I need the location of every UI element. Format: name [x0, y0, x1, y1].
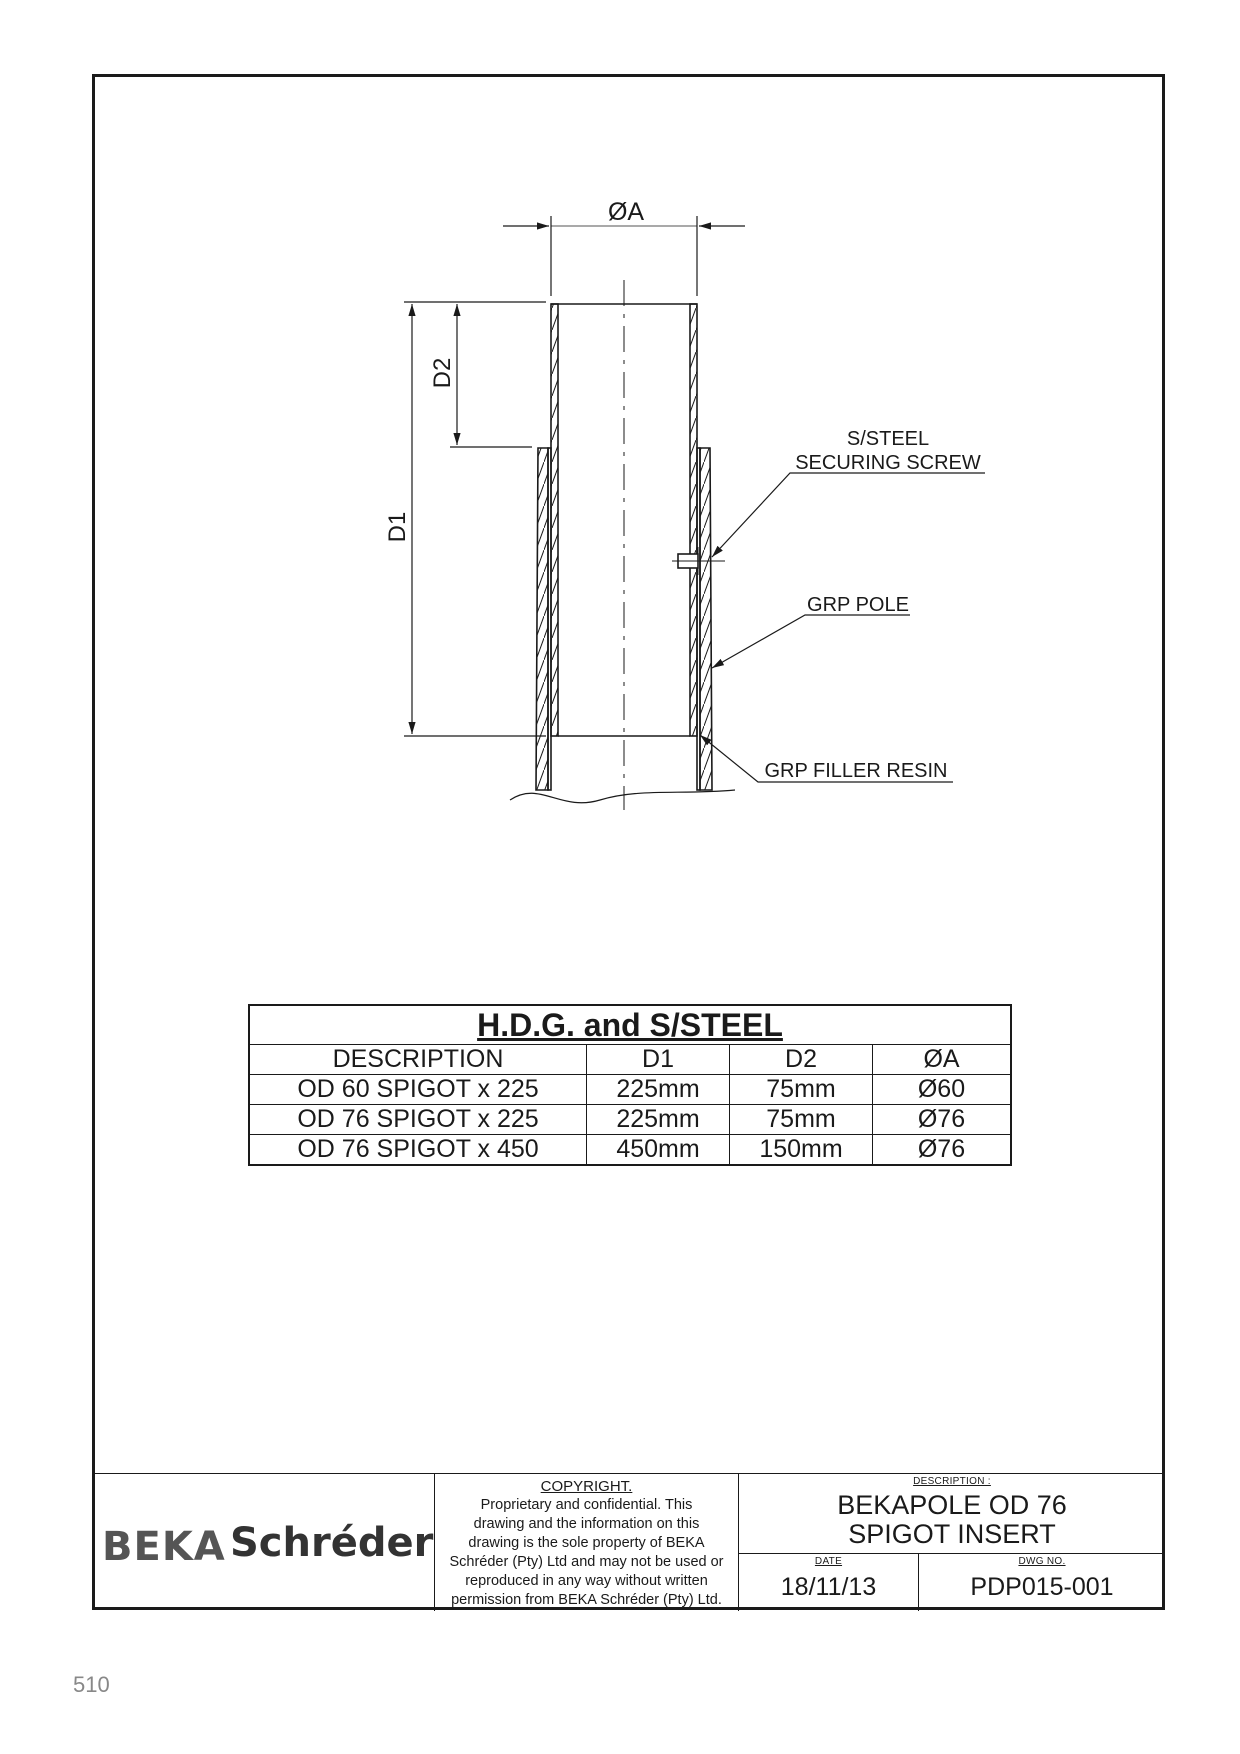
cell-d2: 150mm — [729, 1134, 873, 1166]
label-screw-line2: SECURING SCREW — [795, 452, 981, 474]
label-grp-pole: GRP POLE — [807, 594, 909, 616]
copyright-line: reproduced in any way without written — [465, 1573, 708, 1589]
dwg-number: PDP015-001 — [970, 1573, 1114, 1601]
logo-schreder-wordmark: Schréder — [230, 1520, 434, 1566]
header-dia-a: ØA — [872, 1044, 1012, 1075]
drawing-sheet — [92, 74, 1165, 1610]
header-d1: D1 — [586, 1044, 730, 1075]
label-filler-resin: GRP FILLER RESIN — [764, 760, 947, 782]
copyright-heading: COPYRIGHT. — [540, 1478, 633, 1495]
table-header-row: DESCRIPTION D1 D2 ØA — [248, 1044, 1012, 1075]
label-d2: D2 — [429, 358, 456, 389]
cell-description: OD 76 SPIGOT x 450 — [248, 1134, 587, 1166]
drawing-labels: ØA D1 D2 S/STEEL SECURING SCREW GRP POLE… — [384, 198, 981, 782]
copyright-line: drawing is the sole property of BEKA — [468, 1535, 705, 1551]
dimension-lines — [404, 216, 745, 737]
page-number: 510 — [73, 1672, 110, 1697]
table-row: OD 60 SPIGOT x 225 225mm 75mm Ø60 — [248, 1074, 1012, 1105]
date-label: DATE — [814, 1556, 843, 1567]
copyright-line: permission from BEKA Schréder (Pty) Ltd. — [451, 1592, 722, 1608]
cell-d1: 225mm — [586, 1074, 730, 1105]
spigot-insert — [550, 280, 698, 810]
date-cell: DATE 18/11/13 — [739, 1554, 919, 1611]
company-logo: BEKA Schréder — [92, 1474, 435, 1611]
header-d2: D2 — [729, 1044, 873, 1075]
logo-beka-wordmark: BEKA — [102, 1524, 226, 1570]
date-value: 18/11/13 — [780, 1573, 877, 1601]
cell-dia-a: Ø60 — [872, 1074, 1012, 1105]
label-screw-line1: S/STEEL — [847, 428, 929, 450]
cell-dia-a: Ø76 — [872, 1104, 1012, 1135]
drawing-number-cell: DWG NO. PDP015-001 — [919, 1554, 1165, 1611]
cell-d2: 75mm — [729, 1104, 873, 1135]
description-label: DESCRIPTION : — [913, 1476, 991, 1487]
cell-description: OD 60 SPIGOT x 225 — [248, 1074, 587, 1105]
label-dia-a: ØA — [608, 198, 644, 226]
description-cell: DESCRIPTION : BEKAPOLE OD 76 SPIGOT INSE… — [739, 1474, 1165, 1554]
grp-pole — [509, 447, 736, 804]
copyright-line: drawing and the information on this — [473, 1516, 700, 1532]
copyright-line: Schréder (Pty) Ltd and may not be used o… — [449, 1554, 724, 1570]
securing-screw — [672, 547, 725, 575]
cell-dia-a: Ø76 — [872, 1134, 1012, 1166]
spec-table: H.D.G. and S/STEEL DESCRIPTION D1 D2 ØA … — [248, 1004, 1012, 1166]
table-row: OD 76 SPIGOT x 450 450mm 150mm Ø76 — [248, 1134, 1012, 1166]
leader-lines — [699, 472, 985, 783]
table-title: H.D.G. and S/STEEL — [248, 1004, 1012, 1045]
dwg-label: DWG NO. — [1018, 1556, 1066, 1567]
cell-d2: 75mm — [729, 1074, 873, 1105]
title-block: BEKA Schréder COPYRIGHT. Proprietary and… — [92, 1473, 1165, 1611]
header-description: DESCRIPTION — [248, 1044, 587, 1075]
cell-d1: 225mm — [586, 1104, 730, 1135]
description-line2: SPIGOT INSERT — [848, 1519, 1056, 1549]
table-row: OD 76 SPIGOT x 225 225mm 75mm Ø76 — [248, 1104, 1012, 1135]
label-d1: D1 — [384, 512, 411, 543]
cell-d1: 450mm — [586, 1134, 730, 1166]
copyright-line: Proprietary and confidential. This — [480, 1497, 693, 1513]
copyright-notice: COPYRIGHT. Proprietary and confidential.… — [435, 1474, 739, 1611]
description-line1: BEKAPOLE OD 76 — [837, 1490, 1067, 1520]
cell-description: OD 76 SPIGOT x 225 — [248, 1104, 587, 1135]
